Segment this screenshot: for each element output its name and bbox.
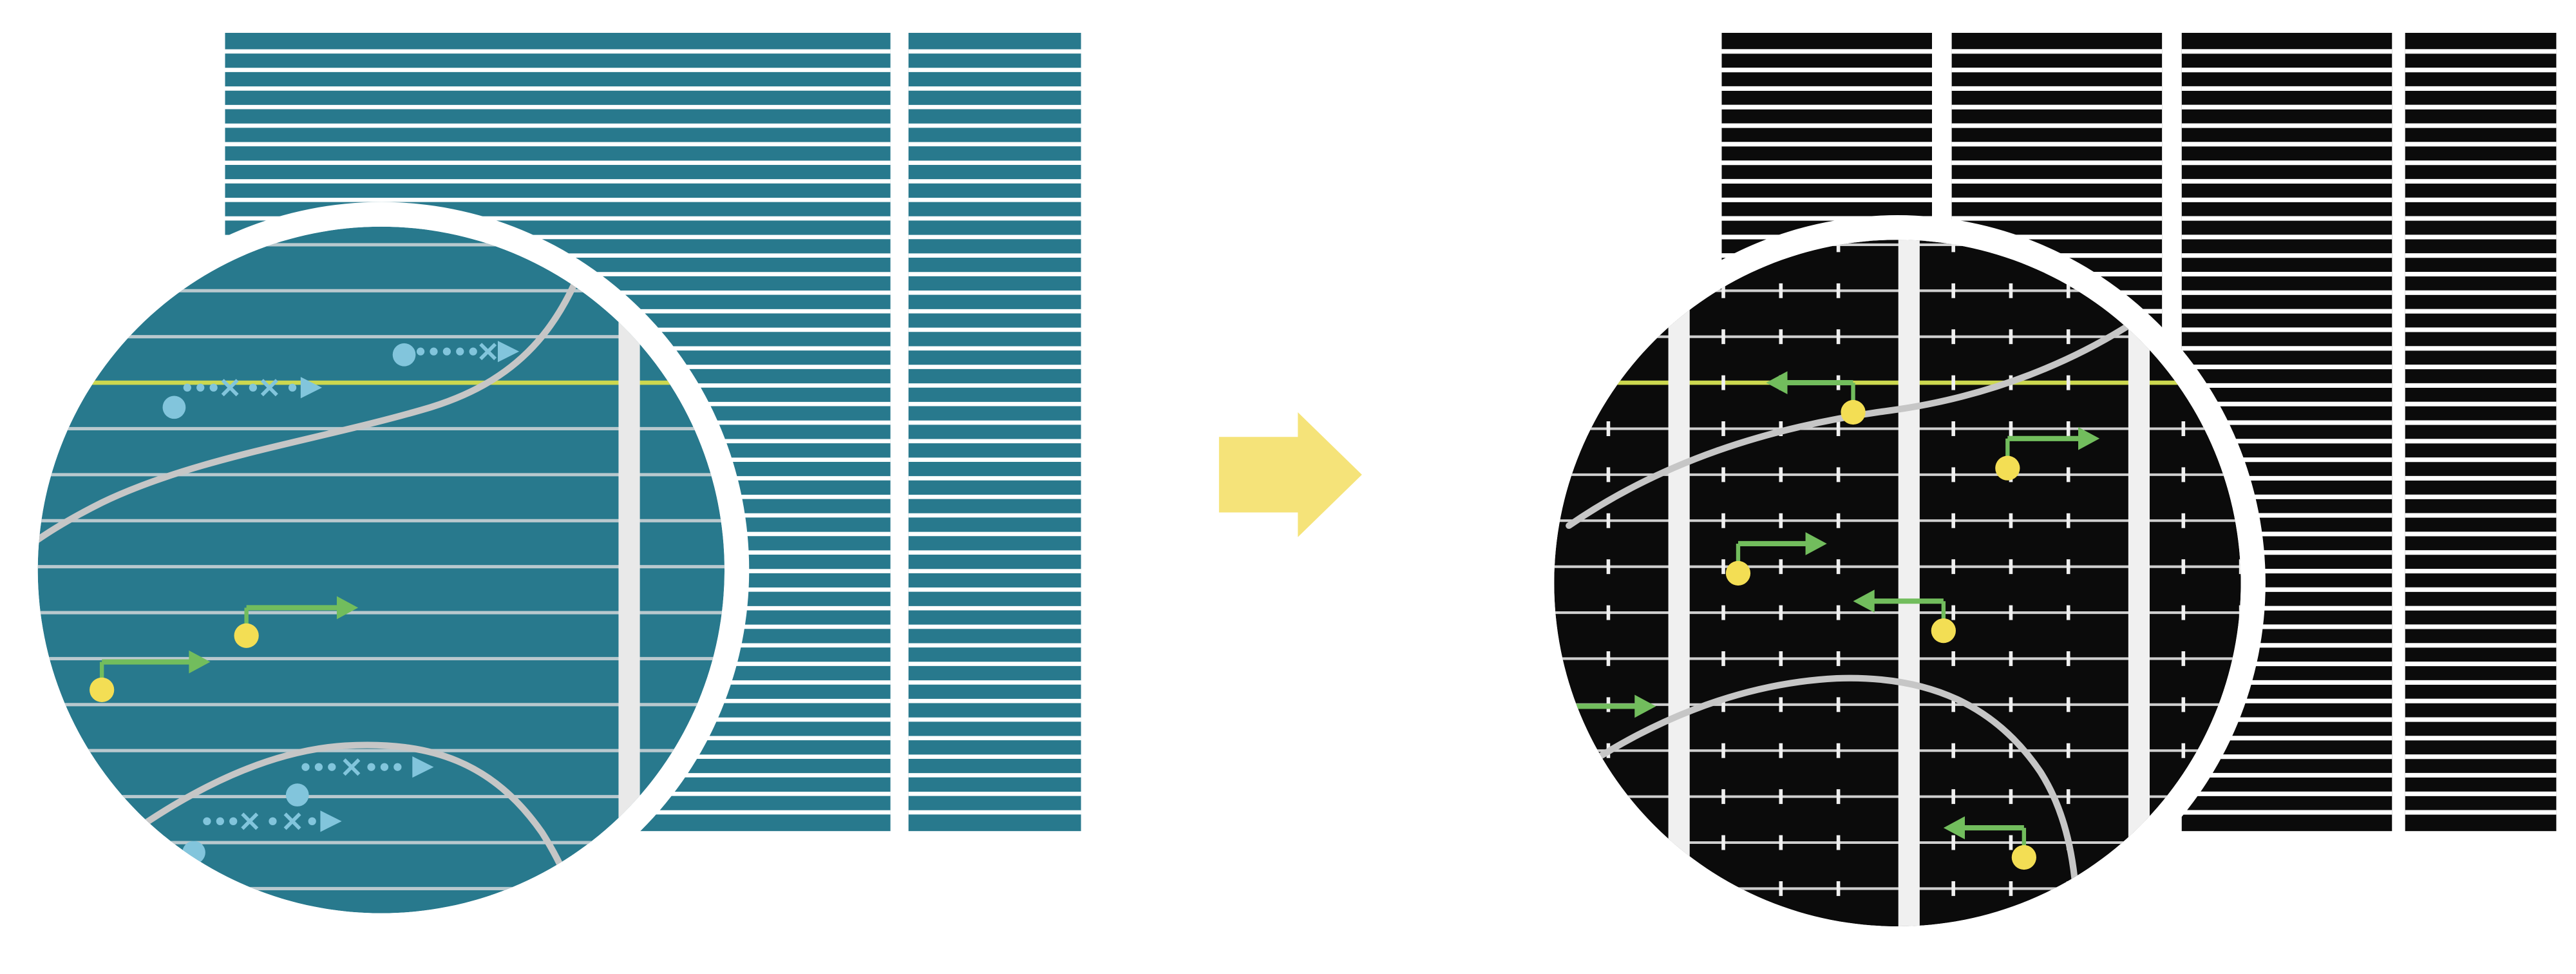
after-busbar — [1898, 240, 1920, 927]
before-grain-boundary-curve — [37, 226, 598, 562]
before-carrier-yellow-dot — [90, 677, 115, 703]
before-electron-dot — [285, 783, 309, 807]
after-carrier-yellow-dot — [1841, 399, 1866, 425]
before-electron-trail-dot — [393, 763, 402, 771]
before-inset-surface — [37, 226, 724, 913]
after-carrier-arrowhead — [1805, 532, 1827, 555]
before-electron-trail-dot — [301, 763, 310, 771]
before-scatter-x-mark — [343, 758, 361, 776]
before-electron-trail-dot — [314, 763, 323, 771]
before-electron-trail-dot — [269, 817, 277, 825]
before-busbar — [618, 226, 640, 913]
before-magnifier-inset-group — [13, 202, 750, 938]
before-electron-trail-dot — [249, 383, 257, 392]
after-grain-boundary-curve — [1566, 309, 2152, 530]
before-electron-trail-dot — [456, 347, 464, 356]
after-carrier-arrowhead — [1634, 694, 1656, 718]
before-electron-trail-dot — [328, 763, 336, 771]
before-carrier-arrowhead — [336, 596, 359, 620]
before-electron-trail-dot — [216, 817, 224, 825]
after-carrier-yellow-dot — [1995, 455, 2020, 481]
before-electron-dot — [392, 343, 416, 367]
before-electron-trail-dot — [288, 383, 297, 392]
before-electron-trail-dot — [229, 817, 238, 825]
before-electron-trail-dot — [196, 383, 205, 392]
before-electron-trail-dot — [469, 347, 477, 356]
after-busbar — [2128, 240, 2150, 927]
after-carrier-arrowhead — [1766, 371, 1788, 394]
before-carrier-yellow-dot — [234, 623, 259, 648]
before-electron-trail-dot — [209, 383, 218, 392]
before-electron-arrowhead — [497, 341, 520, 363]
transform-arrow — [1218, 412, 1362, 537]
before-scatter-x-mark — [260, 379, 278, 397]
before-carrier-arrowhead — [189, 650, 211, 674]
before-scatter-x-mark — [479, 343, 497, 361]
before-electron-trail-dot — [416, 347, 425, 356]
before-scatter-x-mark — [283, 812, 301, 830]
before-electron-arrowhead — [300, 377, 322, 399]
transform-arrow-group — [1218, 412, 1362, 537]
after-carrier-arrowhead — [2078, 426, 2100, 450]
after-carrier-yellow-dot — [1725, 560, 1751, 586]
after-magnifier-inset-group — [1530, 215, 2266, 951]
before-electron-trail-dot — [183, 383, 191, 392]
after-cell-column — [2405, 32, 2557, 832]
before-cell-column — [908, 32, 1081, 832]
after-carrier-yellow-dot — [1931, 618, 1956, 644]
after-carrier-yellow-dot — [2011, 845, 2036, 870]
after-carrier-arrowhead — [1853, 589, 1875, 613]
before-electron-trail-dot — [203, 817, 211, 825]
before-electron-trail-dot — [367, 763, 375, 771]
before-electron-trail-dot — [430, 347, 438, 356]
before-electron-trail-dot — [442, 347, 451, 356]
after-carrier-arrowhead — [1943, 816, 1965, 839]
before-electron-arrowhead — [412, 756, 434, 778]
before-electron-dot — [162, 396, 186, 419]
before-scatter-x-mark — [221, 379, 239, 397]
before-electron-arrowhead — [320, 810, 342, 832]
after-grain-boundary-curve — [1554, 674, 2080, 904]
before-electron-trail-dot — [308, 817, 316, 825]
after-busbar — [1668, 240, 1690, 927]
before-electron-trail-dot — [380, 763, 389, 771]
before-inset-content — [37, 226, 724, 913]
before-scatter-x-mark — [241, 812, 259, 830]
